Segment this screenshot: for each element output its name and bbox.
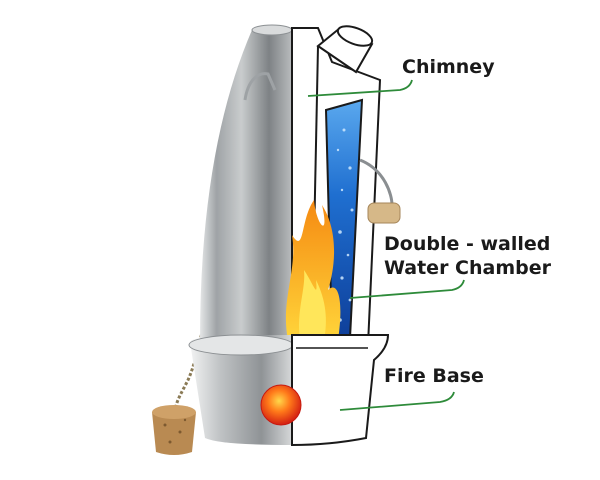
chimney-label: Chimney [402, 56, 495, 78]
fire-base-label: Fire Base [384, 365, 484, 387]
water-chamber-leader-line [349, 279, 465, 299]
chimney-leader-line [307, 79, 413, 97]
water-chamber-label-line2: Water Chamber [384, 257, 552, 279]
kettle-steel-body [200, 24, 293, 340]
cork-stopper-icon [152, 405, 196, 455]
handle-icon [243, 72, 277, 101]
wooden-handle [359, 158, 401, 224]
water-chamber-label-line1: Double - walled [384, 233, 551, 255]
leader-lines [307, 79, 465, 411]
flame-icon [285, 200, 341, 340]
fire-base-leader-line [339, 391, 455, 411]
chain-icon [174, 319, 207, 407]
ember-icon [260, 384, 302, 426]
